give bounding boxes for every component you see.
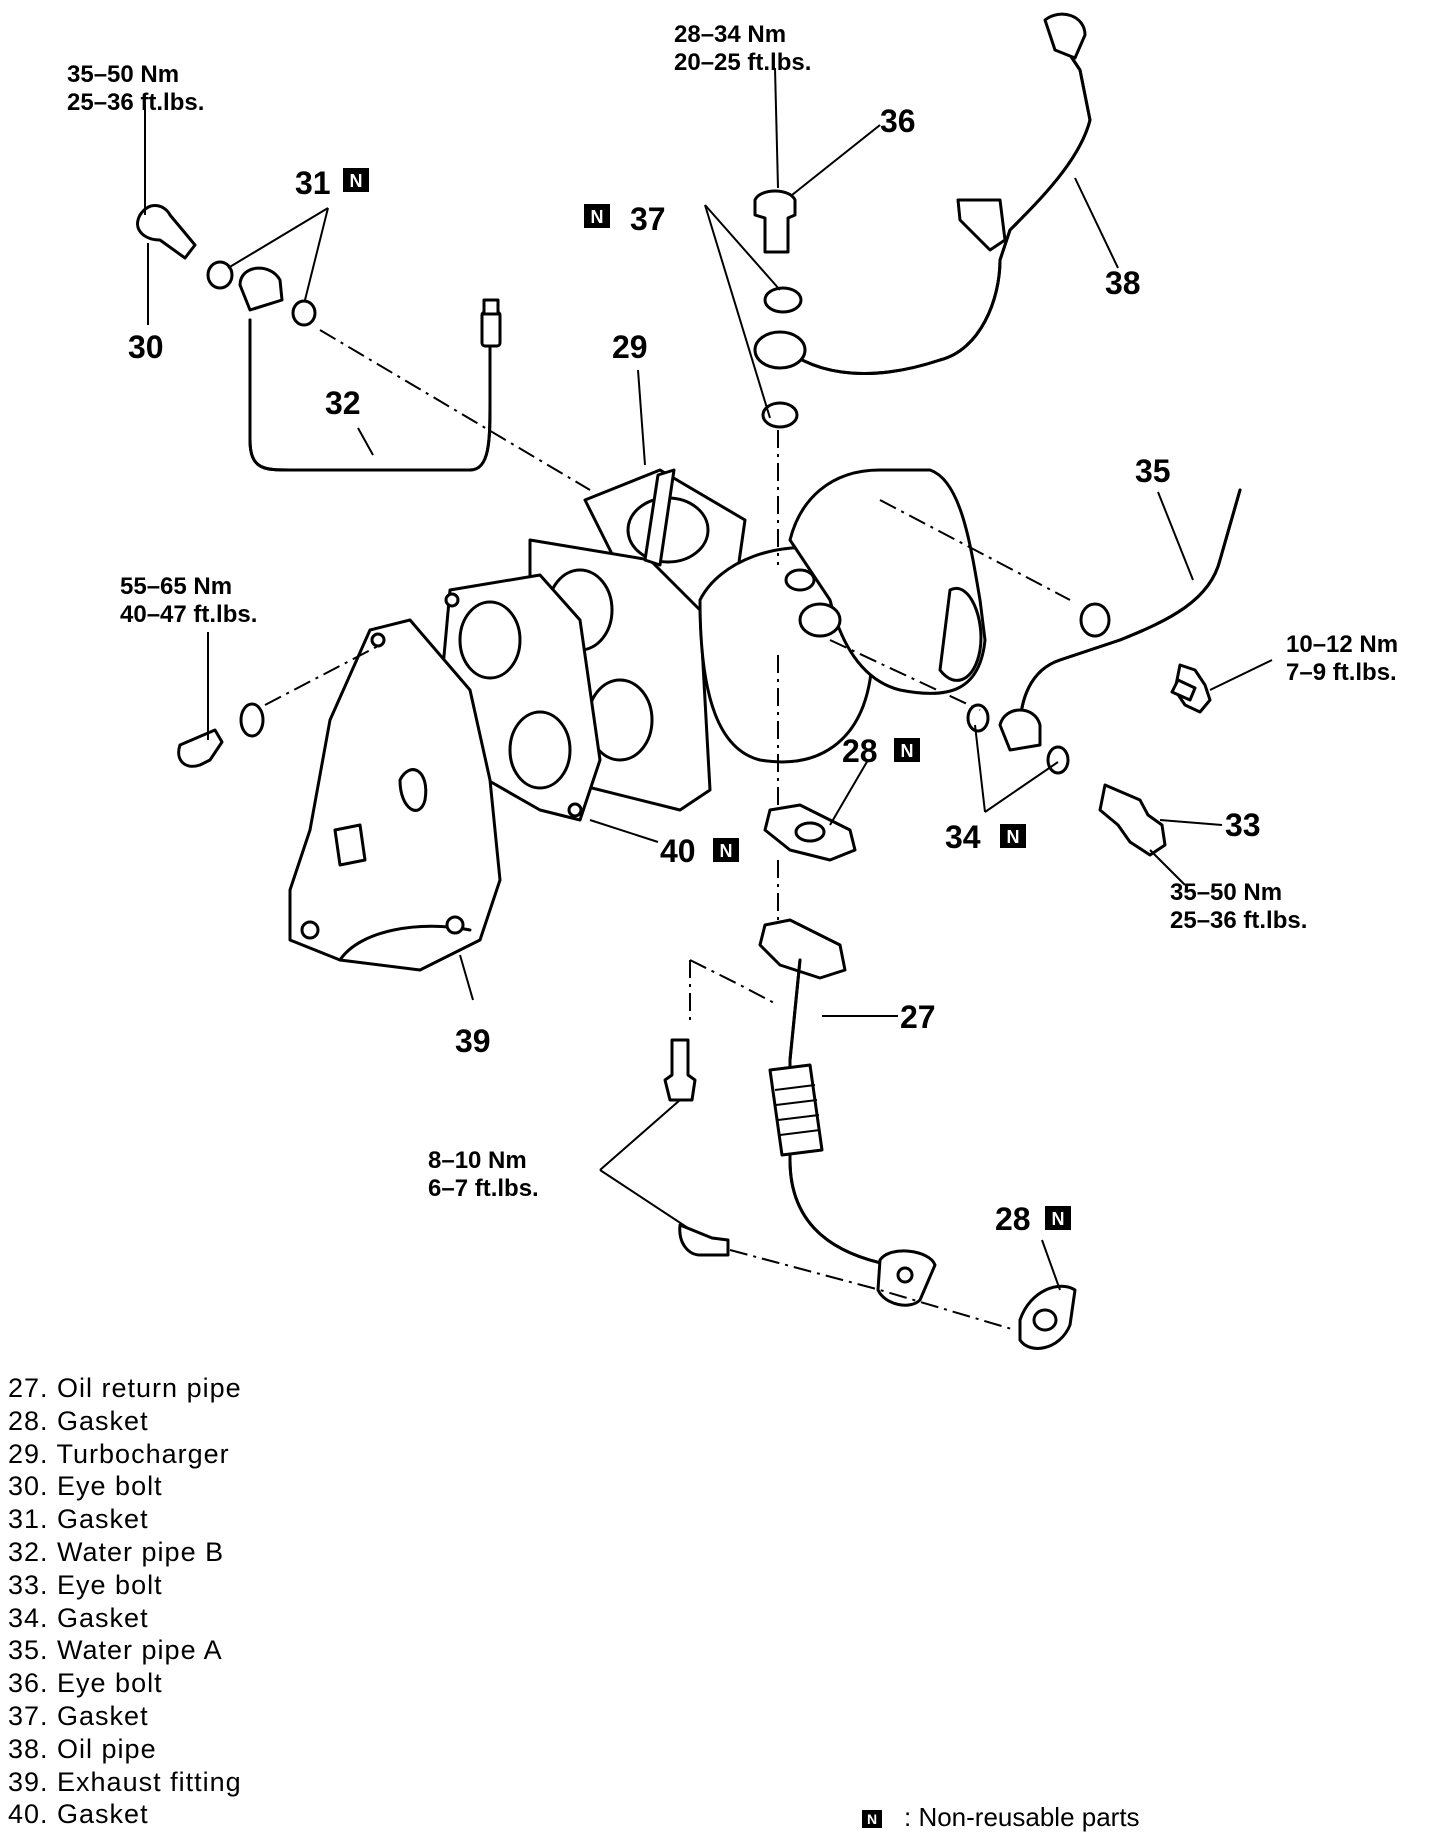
legend-item: 37. Gasket — [8, 1700, 149, 1731]
callout-40: 40 — [660, 833, 696, 869]
n-mark-28-lower: N — [1045, 1206, 1071, 1230]
parts-legend: 27. Oil return pipe 28. Gasket 29. Turbo… — [8, 1372, 242, 1831]
n-mark-letter: N — [901, 741, 914, 761]
n-mark-letter: N — [591, 207, 604, 227]
n-mark-37: N — [584, 204, 610, 228]
water-pipe-a-part — [966, 488, 1242, 775]
n-mark-letter: N — [1052, 1209, 1065, 1229]
callout-36: 36 — [880, 103, 916, 139]
torque-ftlbs: 20–25 ft.lbs. — [674, 49, 811, 76]
bolt-bottom-part — [663, 1038, 730, 1257]
eye-bolt-30-part — [136, 204, 317, 327]
torque-ftlbs: 7–9 ft.lbs. — [1286, 659, 1397, 686]
legend-item: 35. Water pipe A — [8, 1635, 223, 1666]
n-mark-letter: N — [1007, 827, 1020, 847]
torque-nm: 35–50 Nm — [67, 61, 179, 88]
callout-32: 32 — [325, 385, 361, 421]
torque-nm: 8–10 Nm — [428, 1147, 527, 1174]
assembly-center-lines — [264, 329, 1071, 1331]
legend-item: 28. Gasket — [8, 1405, 149, 1436]
callout-34: 34 — [945, 819, 981, 855]
legend-item: 32. Water pipe B — [8, 1536, 225, 1567]
legend-item: 34. Gasket — [8, 1602, 149, 1633]
legend-item: 38. Oil pipe — [8, 1733, 157, 1764]
torque-label-left: 55–65 Nm 40–47 ft.lbs. — [120, 573, 257, 628]
torque-nm: 55–65 Nm — [120, 573, 232, 600]
torque-nm: 28–34 Nm — [674, 21, 786, 48]
torque-ftlbs: 25–36 ft.lbs. — [1170, 907, 1307, 934]
callout-39: 39 — [455, 1023, 491, 1059]
bolt-right-part — [1170, 663, 1212, 714]
callout-35: 35 — [1135, 453, 1171, 489]
callout-31: 31 — [295, 165, 331, 201]
torque-label-right: 10–12 Nm 7–9 ft.lbs. — [1286, 631, 1398, 686]
callout-33: 33 — [1225, 807, 1261, 843]
n-mark-28-upper: N — [894, 738, 920, 762]
legend-item: 31. Gasket — [8, 1504, 149, 1535]
torque-ftlbs: 6–7 ft.lbs. — [428, 1175, 539, 1202]
callout-29: 29 — [612, 329, 648, 365]
oil-pipe-part — [753, 12, 1092, 376]
eye-bolt-36-part — [753, 189, 803, 429]
gasket-28-upper-part — [763, 803, 857, 862]
legend-item: 39. Exhaust fitting — [8, 1766, 242, 1797]
n-mark-31: N — [343, 168, 369, 192]
callout-27: 27 — [900, 999, 936, 1035]
gasket-28-lower-part — [1018, 1284, 1077, 1350]
torque-nm: 10–12 Nm — [1286, 631, 1398, 658]
torque-ftlbs: 25–36 ft.lbs. — [67, 89, 204, 116]
callout-38: 38 — [1105, 265, 1141, 301]
non-reusable-note: N : Non-reusable parts — [862, 1802, 1140, 1833]
torque-label-bottom: 8–10 Nm 6–7 ft.lbs. — [428, 1147, 539, 1202]
callout-37: 37 — [630, 201, 666, 237]
eye-bolt-33-part — [1098, 783, 1167, 857]
leader-lines — [144, 67, 1273, 1291]
torque-label-36: 28–34 Nm 20–25 ft.lbs. — [674, 21, 811, 76]
oil-return-pipe-part — [758, 918, 937, 1307]
torque-nm: 35–50 Nm — [1170, 879, 1282, 906]
bolt-left-part — [177, 702, 265, 768]
legend-item: 30. Eye bolt — [8, 1471, 163, 1502]
exhaust-fitting-part — [288, 618, 502, 972]
callout-30: 30 — [128, 329, 164, 365]
n-mark-letter: N — [720, 841, 733, 861]
torque-ftlbs: 40–47 ft.lbs. — [120, 601, 257, 628]
legend-item: 33. Eye bolt — [8, 1569, 163, 1600]
torque-label-30: 35–50 Nm 25–36 ft.lbs. — [67, 61, 204, 116]
n-mark-34: N — [1000, 824, 1026, 848]
callout-28-lower: 28 — [995, 1201, 1031, 1237]
n-mark-40: N — [713, 838, 739, 862]
legend-item: 36. Eye bolt — [8, 1668, 163, 1699]
callout-28-upper: 28 — [842, 733, 878, 769]
n-mark-letter: N — [350, 171, 363, 191]
torque-label-33: 35–50 Nm 25–36 ft.lbs. — [1170, 879, 1307, 934]
legend-item: 27. Oil return pipe — [8, 1373, 242, 1403]
legend-item: 29. Turbocharger — [8, 1438, 230, 1469]
n-mark-badge: N — [862, 1810, 882, 1828]
non-reusable-note-text: : Non-reusable parts — [904, 1802, 1140, 1832]
water-pipe-b-part — [238, 266, 502, 472]
legend-item: 40. Gasket — [8, 1799, 149, 1830]
